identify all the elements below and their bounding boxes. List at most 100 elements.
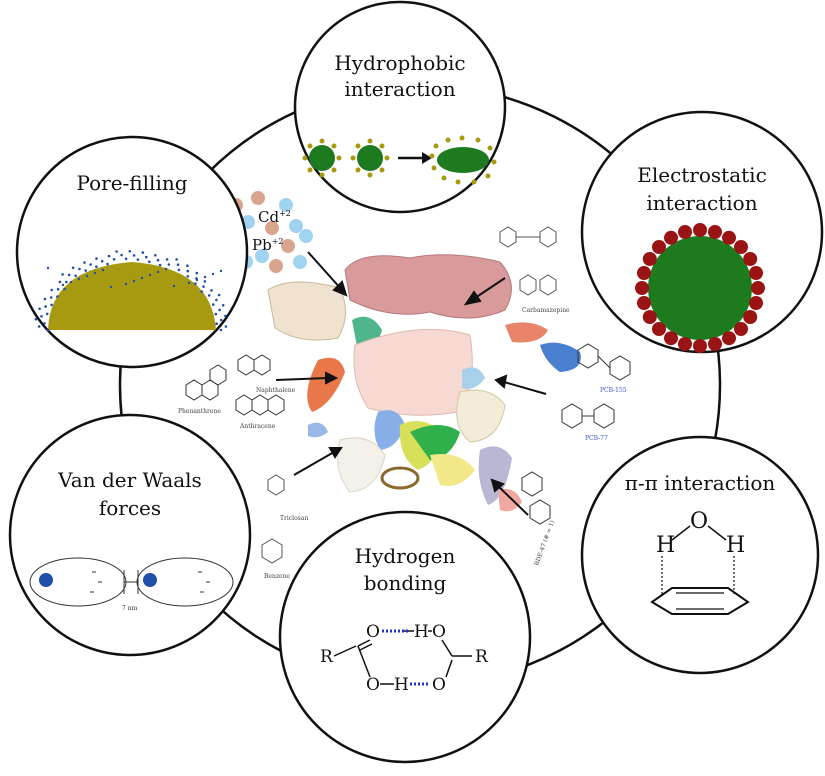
bond-carbonyl-left-b <box>359 643 373 651</box>
plastic-beige-fragment <box>267 281 346 341</box>
hydrophobic-tail <box>441 175 447 181</box>
carbamazepine-structures <box>499 226 557 296</box>
oxygen-top-right: O <box>432 622 446 642</box>
pcb155-bond <box>597 355 611 369</box>
plastic-ring-fragment <box>380 466 420 490</box>
adsorbate-dot <box>224 325 228 328</box>
adsorbate-dot <box>219 269 223 273</box>
adsorbate-dot <box>154 254 157 257</box>
water-oxygen: O <box>690 509 708 534</box>
charge-bead <box>637 296 651 310</box>
pharma-ring-b <box>539 226 557 248</box>
water-bond-right <box>707 525 727 541</box>
adsorbate-dot <box>95 265 98 269</box>
hydrophobic-particle-middle <box>350 138 390 178</box>
plastic-orange-fragment <box>307 357 345 412</box>
pollutant-arrows <box>275 251 547 516</box>
pharma-ring-a <box>499 226 517 248</box>
metal-ion-sphere <box>251 191 265 205</box>
adsorbate-dot <box>132 279 136 283</box>
pi-pi-circle <box>580 435 820 675</box>
vdw-gap-label: 7 nm <box>122 605 138 612</box>
adsorbate-dot <box>83 261 86 264</box>
plastic-pink-fragment <box>344 254 512 319</box>
charge-bead <box>734 240 748 254</box>
adsorbate-dot <box>50 303 53 307</box>
adsorbate-dot <box>44 305 47 308</box>
vdw-charge-marks <box>90 570 210 594</box>
adsorbate-dot <box>148 260 151 264</box>
adsorbate-dot <box>84 269 87 272</box>
adsorbate-dot <box>49 296 53 299</box>
pcb155-label: PCB-155 <box>600 387 627 394</box>
charge-bead <box>749 296 763 310</box>
pcb155-ring-b <box>609 355 631 381</box>
adsorbate-dot <box>186 269 190 273</box>
phenanthrene-ring-c <box>209 364 227 386</box>
bond-r-left <box>333 645 357 657</box>
water-bond-left <box>671 525 691 541</box>
charge-bead <box>693 339 707 353</box>
charge-bead <box>722 230 736 245</box>
adsorbate-dot <box>167 263 171 266</box>
hydrophobic-tail <box>459 135 465 141</box>
adsorbate-dot <box>145 255 148 259</box>
charge-bead <box>751 281 765 295</box>
adsorbate-dot <box>215 322 218 326</box>
charge-bead <box>734 322 748 336</box>
arrowhead-pah <box>325 371 339 385</box>
cd-ion-label: Cd+2 <box>258 208 291 226</box>
metal-ion-sphere <box>293 255 307 269</box>
adsorbate-dot <box>158 263 162 267</box>
triclosan-ring <box>267 474 285 496</box>
r-group-right: R <box>475 647 489 667</box>
plastic-white-fragment <box>337 437 386 493</box>
bond-carbonyl-right-a <box>441 639 453 657</box>
adsorbate-dot <box>38 307 41 311</box>
charge-bead <box>708 225 722 239</box>
adsorbate-dot <box>124 282 128 286</box>
adsorbate-dot <box>219 328 223 332</box>
adsorbate-dot <box>124 257 128 261</box>
hydrophobic-tail <box>471 179 477 185</box>
adsorbate-dot <box>100 259 104 263</box>
vdw-nucleus-left <box>39 573 53 587</box>
hydrophobic-tail <box>433 143 439 149</box>
pcb155-ring-a <box>577 343 599 369</box>
hydrophobic-tail <box>491 159 497 165</box>
adsorbate-dot <box>132 254 136 257</box>
hydrophobic-tail <box>367 138 373 144</box>
pcb-structures <box>561 343 631 429</box>
adsorbate-dot <box>37 325 41 328</box>
metal-ion-sphere <box>279 198 293 212</box>
carbamazepine-ring-b <box>539 274 557 296</box>
hydrophobic-aggregate-core <box>437 147 489 173</box>
metal-ion-sphere <box>299 229 313 243</box>
hydrophobic-tail <box>355 143 361 149</box>
hydrophobic-tail <box>379 143 385 149</box>
triclosan-label: Triclosan <box>280 515 308 522</box>
charge-bead <box>743 310 758 324</box>
adsorbate-dot <box>61 273 64 276</box>
charge-bead <box>693 223 707 237</box>
arrow-metals-to-plastic <box>307 251 343 291</box>
charge-bead <box>722 331 736 346</box>
hydrophobic-tail <box>445 137 451 143</box>
hydrophobic-tail <box>302 155 308 161</box>
hydrogen-bottom: H <box>394 675 409 695</box>
plastic-pale-blue-fragment <box>462 367 485 389</box>
hydrophobic-tail <box>475 137 481 143</box>
hydrophobic-tail <box>307 143 313 149</box>
adsorbate-dot <box>187 281 191 285</box>
bond-hydroxyl-right <box>445 659 453 678</box>
adsorbate-dot <box>136 258 140 261</box>
arrow-pcb-to-plastic <box>503 381 547 395</box>
adsorbate-dot <box>165 258 169 261</box>
vdw-circle <box>8 413 252 657</box>
adsorbate-dot <box>74 274 77 278</box>
hydrophobic-interaction-panel: Hydrophobic interaction <box>293 0 507 214</box>
adsorbate-dot <box>56 295 59 298</box>
adsorbate-dot <box>164 267 168 271</box>
